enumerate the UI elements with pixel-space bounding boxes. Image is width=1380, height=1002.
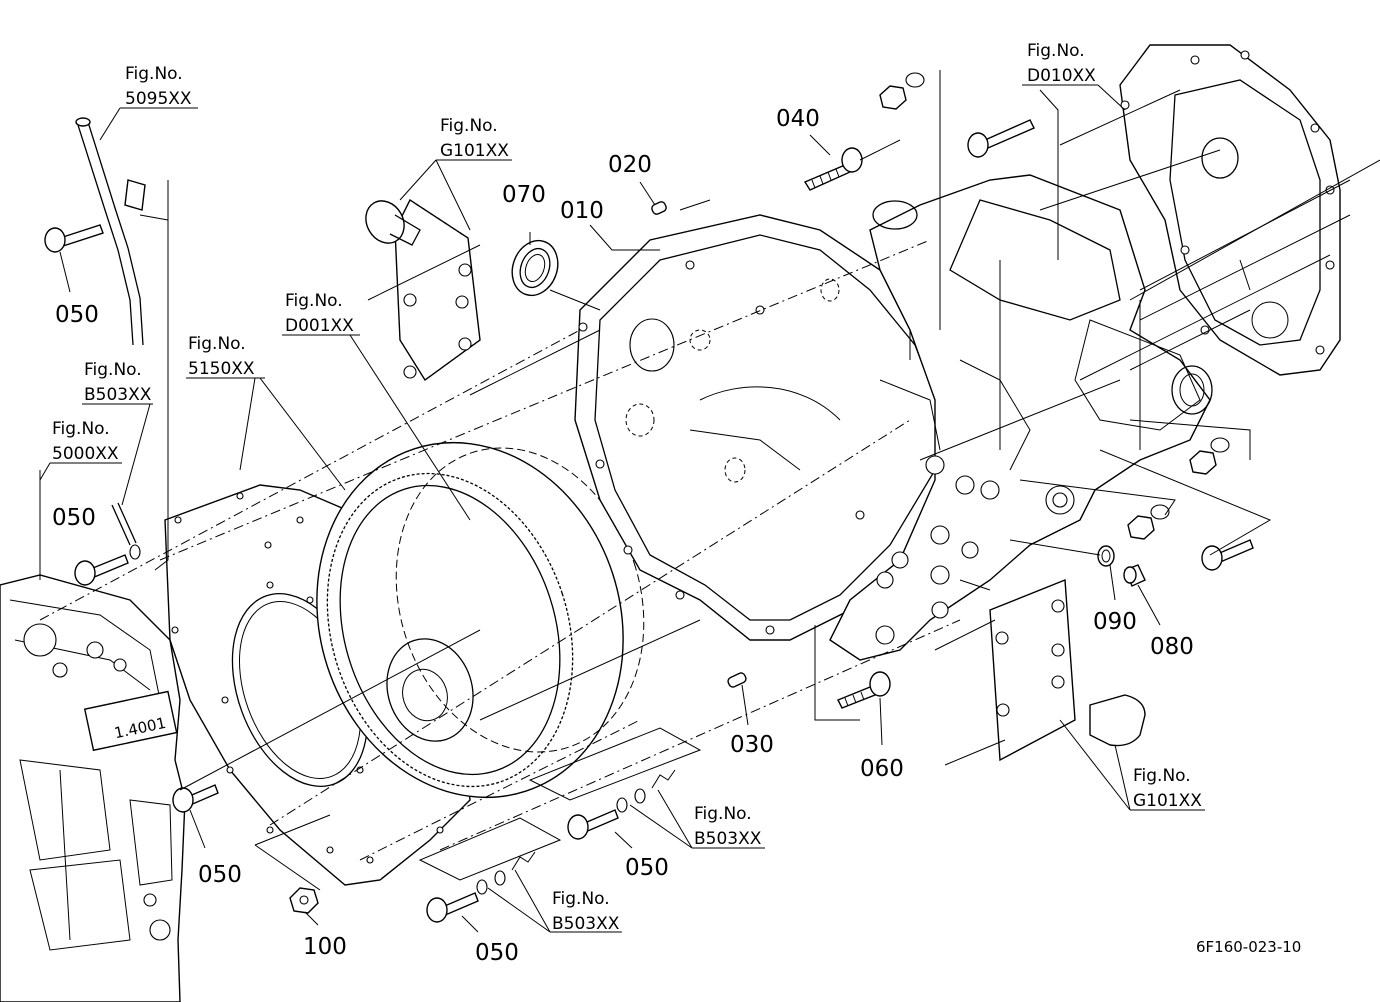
- dowel-pin-030: [727, 672, 747, 688]
- part-label-010: 010: [560, 198, 604, 224]
- fig-label: Fig.No.: [552, 889, 610, 909]
- part-label-030: 030: [730, 732, 774, 758]
- rear-housing: [1119, 44, 1341, 376]
- part-label-090: 090: [1093, 609, 1137, 635]
- bolt-050-lower-mid: [567, 769, 676, 840]
- bolt-top-right: [967, 119, 1035, 158]
- part-label-060: 060: [860, 756, 904, 782]
- bolt-050-mid: [74, 544, 141, 586]
- part-label-040: 040: [776, 106, 820, 132]
- transmission-case: [829, 174, 1213, 661]
- fig-number: B503XX: [552, 914, 620, 934]
- fig-label: Fig.No.: [440, 116, 498, 136]
- leader-lines: [39, 70, 1380, 891]
- fig-label: Fig.No.: [1027, 41, 1085, 61]
- part-label-050-top: 050: [55, 302, 99, 328]
- bolt-050-bottom: [426, 851, 536, 923]
- part-label-100: 100: [303, 934, 347, 960]
- fig-label: Fig.No.: [188, 334, 246, 354]
- oil-seal-070: [511, 239, 559, 297]
- nuts-right: [1127, 437, 1230, 540]
- nuts-top: [879, 72, 925, 110]
- engine-block: 1.4001: [0, 574, 186, 1002]
- fig-number: G101XX: [1133, 791, 1202, 811]
- part-label-080: 080: [1150, 634, 1194, 660]
- fig-number: G101XX: [440, 141, 509, 161]
- part-label-050-engine: 050: [198, 862, 242, 888]
- part-label-050-mid: 050: [52, 505, 96, 531]
- part-label-050-lower: 050: [625, 855, 669, 881]
- fig-callout-d001xx: Fig.No. D001XX: [285, 291, 354, 336]
- fig-number: D010XX: [1027, 66, 1096, 86]
- fig-callout-g101xx-top: Fig.No. G101XX: [440, 116, 509, 161]
- fig-label: Fig.No.: [1133, 766, 1191, 786]
- gasket-plate-top: [365, 198, 481, 382]
- figure-callouts: Fig.No. 5095XX Fig.No. G101XX Fig.No. D0…: [52, 41, 1202, 934]
- gasket-plate-right: [989, 578, 1146, 762]
- drawing-code: 6F160-023-10: [1196, 938, 1301, 956]
- fig-number: 5150XX: [188, 359, 255, 379]
- fig-callout-5095xx: Fig.No. 5095XX: [125, 64, 192, 109]
- flywheel: [316, 441, 645, 799]
- nut-100: [289, 887, 319, 914]
- fig-label: Fig.No.: [285, 291, 343, 311]
- fig-label: Fig.No.: [694, 804, 752, 824]
- fig-number: B503XX: [84, 385, 152, 405]
- fig-callout-b503xx-left: Fig.No. B503XX: [84, 360, 152, 405]
- part-label-050-bottom: 050: [475, 940, 519, 966]
- washer-090: [1097, 545, 1115, 567]
- bolt-060: [837, 671, 891, 709]
- bolt-050-top: [44, 224, 104, 253]
- callout-leaders: [39, 84, 1205, 933]
- fig-number: 5000XX: [52, 444, 119, 464]
- dowel-pin-020: [651, 201, 667, 215]
- fig-label: Fig.No.: [84, 360, 142, 380]
- fig-callout-b503xx-bottom: Fig.No. B503XX: [552, 889, 620, 934]
- part-label-020: 020: [608, 152, 652, 178]
- bolt-right: [1201, 539, 1254, 571]
- plug-080: [1123, 564, 1146, 587]
- fig-number: D001XX: [285, 316, 354, 336]
- fig-number: B503XX: [694, 829, 762, 849]
- fig-label: Fig.No.: [125, 64, 183, 84]
- pipe-fitting-left: [111, 502, 137, 546]
- part-label-070: 070: [502, 182, 546, 208]
- dipstick-tube: [75, 117, 146, 346]
- fig-number: 5095XX: [125, 89, 192, 109]
- flywheel-housing-010: [574, 214, 961, 641]
- bolt-040: [803, 147, 863, 191]
- fig-label: Fig.No.: [52, 419, 110, 439]
- fig-callout-b503xx-mid: Fig.No. B503XX: [694, 804, 762, 849]
- fig-callout-5150xx: Fig.No. 5150XX: [188, 334, 255, 379]
- part-labels: 010 020 030 040 050 050 050 050 050 060 …: [52, 106, 1194, 966]
- fig-callout-g101xx-right: Fig.No. G101XX: [1133, 766, 1202, 811]
- bolt-050-engine: [172, 784, 219, 813]
- fig-callout-5000xx: Fig.No. 5000XX: [52, 419, 119, 464]
- fig-callout-d010xx: Fig.No. D010XX: [1027, 41, 1096, 86]
